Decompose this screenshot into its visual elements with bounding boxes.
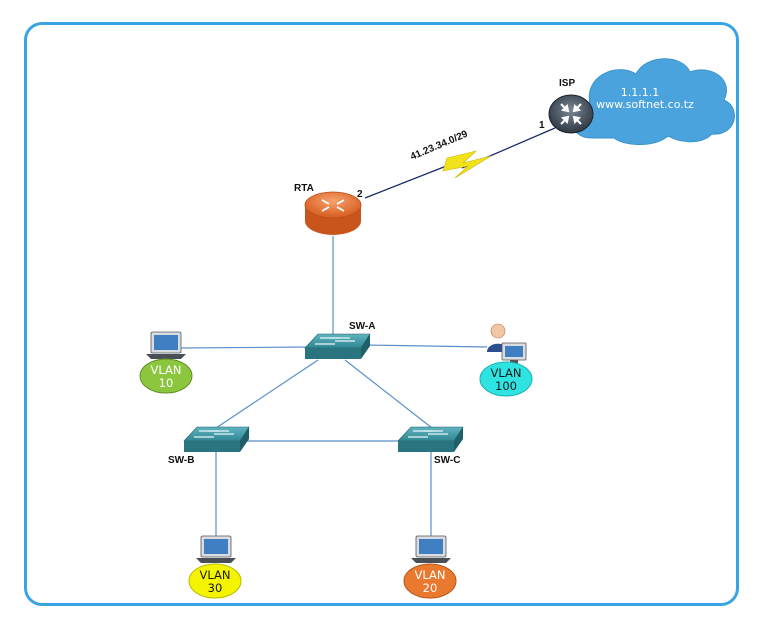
cloud-domain-label: www.softnet.co.tz xyxy=(596,98,694,111)
vlan30-id: 30 xyxy=(208,581,223,595)
serial-link xyxy=(364,127,556,199)
vlan100-user-icon[interactable] xyxy=(487,323,527,364)
vlan30-word: VLAN xyxy=(199,568,230,582)
isp-router-icon[interactable] xyxy=(548,94,594,134)
link-swa-swc xyxy=(344,359,433,429)
vlan20-badge: VLAN 20 xyxy=(403,563,457,599)
vlan20-id: 20 xyxy=(423,581,438,595)
vlan30-laptop-icon[interactable] xyxy=(196,535,236,563)
vlan10-id: 10 xyxy=(159,376,174,390)
switch-b-label: SW-B xyxy=(168,455,194,466)
link-swa-vlan10-pc xyxy=(179,346,309,349)
vlan30-badge: VLAN 30 xyxy=(188,563,242,599)
switch-a-label: SW-A xyxy=(349,321,375,332)
rta-port-label: 2 xyxy=(357,189,363,200)
vlan100-word: VLAN xyxy=(490,366,521,380)
rta-label: RTA xyxy=(294,183,314,194)
link-swa-vlan100-pc xyxy=(363,344,488,348)
switch-b-icon[interactable] xyxy=(183,426,250,452)
switch-a-icon[interactable] xyxy=(304,333,371,359)
vlan100-id: 100 xyxy=(495,379,517,393)
rta-router-icon[interactable] xyxy=(304,191,362,235)
link-swa-swb xyxy=(215,359,319,429)
isp-cloud: 1.1.1.1 www.softnet.co.tz xyxy=(571,58,735,145)
switch-c-label: SW-C xyxy=(434,455,460,466)
ethernet-links xyxy=(179,236,488,538)
vlan20-word: VLAN xyxy=(414,568,445,582)
switch-c-icon[interactable] xyxy=(397,426,464,452)
isp-port-label: 1 xyxy=(539,120,545,131)
isp-label: ISP xyxy=(559,78,575,89)
vlan10-laptop-icon[interactable] xyxy=(146,331,186,359)
vlan20-laptop-icon[interactable] xyxy=(411,535,451,563)
vlan10-word: VLAN xyxy=(150,363,181,377)
vlan10-badge: VLAN 10 xyxy=(139,358,193,394)
cloud-ip-label: 1.1.1.1 xyxy=(621,86,659,99)
vlan100-badge: VLAN 100 xyxy=(479,361,533,397)
